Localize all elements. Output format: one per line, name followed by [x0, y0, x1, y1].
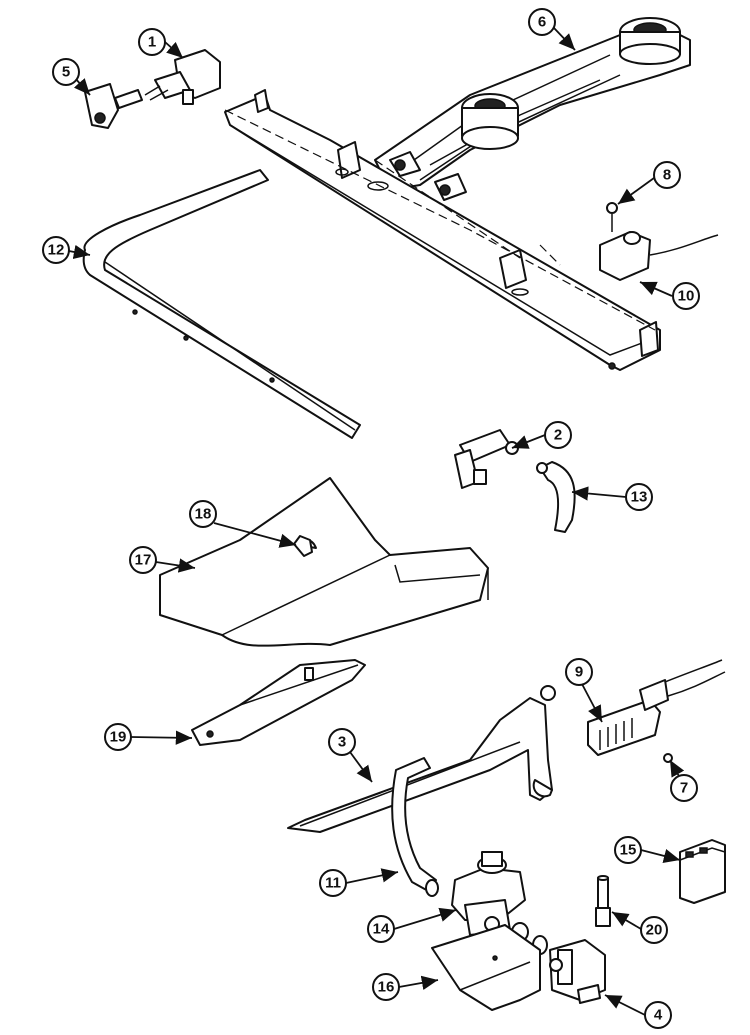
callout-18: 18 [189, 500, 297, 548]
valve-part [144, 49, 221, 105]
clip-part [293, 535, 313, 557]
burner-assembly [374, 17, 691, 201]
igniter-bracket [599, 202, 719, 281]
svg-text:15: 15 [620, 842, 637, 859]
svg-text:12: 12 [48, 242, 65, 259]
callout-17: 17 [129, 546, 196, 574]
heat-shield [159, 477, 489, 647]
svg-text:14: 14 [373, 921, 390, 938]
callout-10: 10 [639, 281, 700, 310]
svg-text:2: 2 [554, 427, 562, 444]
spreader-plate [191, 659, 366, 746]
callout-6: 6 [528, 8, 576, 51]
svg-text:9: 9 [575, 664, 583, 681]
orifice-hood [454, 429, 519, 489]
flex-tube [391, 757, 439, 897]
callout-5: 5 [52, 58, 91, 96]
callout-1: 1 [138, 28, 184, 59]
svg-text:17: 17 [135, 552, 152, 569]
safety-valve [549, 939, 606, 1004]
mounting-bracket [431, 924, 541, 1011]
callout-14: 14 [367, 907, 457, 943]
svg-text:19: 19 [110, 729, 127, 746]
orifice-spud [595, 875, 611, 927]
svg-text:18: 18 [195, 506, 212, 523]
pressure-regulator [451, 851, 548, 955]
callout-20: 20 [611, 911, 668, 944]
svg-text:8: 8 [663, 167, 671, 184]
svg-text:5: 5 [62, 64, 70, 81]
callout-19: 19 [104, 723, 193, 751]
callout-8: 8 [617, 161, 681, 205]
alignment-line [539, 244, 561, 266]
svg-text:10: 10 [678, 288, 695, 305]
callout-7: 7 [669, 759, 698, 802]
manifold-bracket [224, 89, 661, 371]
callout-4: 4 [604, 994, 672, 1029]
svg-text:13: 13 [631, 489, 648, 506]
callout-9: 9 [565, 658, 603, 723]
oven-burner-tube [287, 685, 556, 833]
callout-12: 12 [42, 236, 91, 264]
alignment-line [224, 109, 656, 331]
callout-2: 2 [511, 421, 572, 449]
svg-text:3: 3 [338, 734, 346, 751]
svg-text:4: 4 [654, 1007, 663, 1024]
rod-part [82, 169, 361, 439]
elbow-fitting [536, 461, 576, 533]
svg-text:6: 6 [538, 14, 546, 31]
ignition-module [679, 839, 726, 904]
callout-15: 15 [614, 836, 681, 864]
svg-text:20: 20 [646, 922, 663, 939]
oven-igniter [587, 659, 726, 763]
callout-16: 16 [372, 973, 439, 1001]
svg-text:1: 1 [148, 34, 156, 51]
callout-13: 13 [571, 483, 653, 511]
svg-text:16: 16 [378, 979, 395, 996]
svg-text:7: 7 [680, 780, 688, 797]
callout-11: 11 [319, 868, 399, 897]
callout-3: 3 [328, 728, 373, 783]
bracket-part [84, 83, 143, 129]
alignment-line [374, 159, 521, 259]
svg-text:11: 11 [325, 875, 341, 892]
